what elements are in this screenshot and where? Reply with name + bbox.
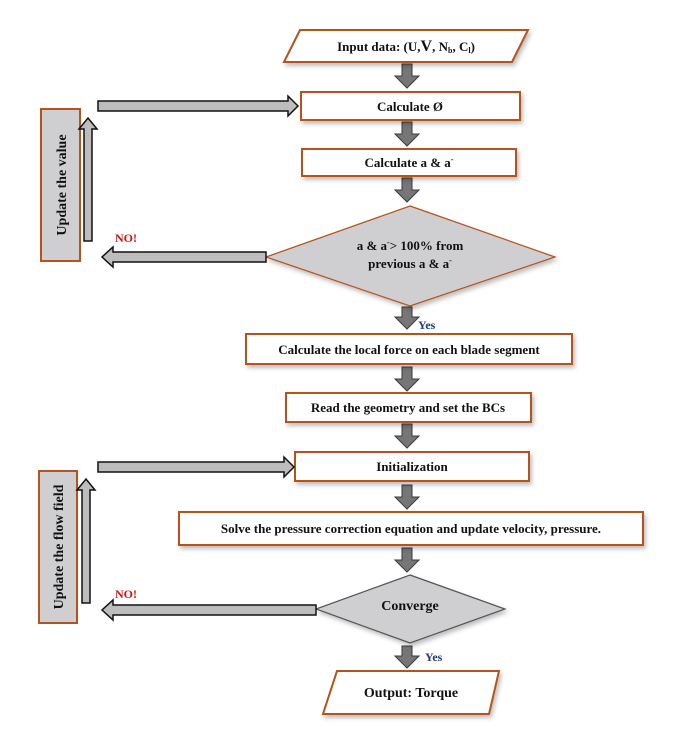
input-node — [282, 29, 530, 63]
solve-label: Solve the pressure correction equation a… — [221, 521, 601, 536]
loop-arrows-2 — [75, 455, 317, 622]
decision-a-line1: a & a-> 100% from — [357, 238, 464, 253]
down-arrows — [393, 63, 421, 669]
arrow-down-7 — [393, 484, 421, 510]
geometry-label: Read the geometry and set the BCs — [311, 400, 505, 415]
local-force-node — [245, 333, 573, 365]
loop-arrows-1 — [77, 94, 300, 269]
init-node — [294, 451, 530, 482]
input-label: Input data: (U,V, Nb, Cl) — [337, 38, 475, 55]
output-label: Output: Torque — [364, 686, 458, 701]
converge-label: Converge — [381, 599, 439, 614]
calc-a-label: Calculate a & a- — [365, 155, 454, 170]
geometry-node — [285, 392, 532, 423]
decision-a-line2: previous a & a- — [368, 256, 452, 271]
converge-node — [314, 574, 507, 644]
calc-a-node — [301, 148, 517, 177]
arrow-down-9 — [393, 645, 421, 669]
arrow-up-loop-2 — [75, 477, 97, 604]
calc-phi-node — [300, 91, 521, 121]
arrow-down-3 — [393, 177, 421, 203]
update-value-node — [40, 108, 81, 262]
arrow-down-8 — [393, 547, 421, 573]
calc-phi-label: Calculate Ø — [377, 99, 443, 114]
update-flow-node — [38, 470, 78, 624]
arrow-down-1 — [393, 63, 421, 89]
no-label-2: NO! — [115, 587, 137, 601]
arrow-down-4 — [393, 306, 421, 330]
arrow-down-6 — [393, 423, 421, 449]
update-flow-label: Update the flow field — [52, 484, 67, 609]
yes-label-1: Yes — [418, 318, 436, 332]
arrow-right-loop-1 — [97, 94, 300, 118]
arrow-left-no-1 — [100, 245, 267, 269]
local-force-label: Calculate the local force on each blade … — [278, 342, 540, 357]
solve-node — [178, 511, 644, 546]
arrow-down-5 — [393, 366, 421, 392]
update-value-label: Update the value — [55, 134, 70, 235]
decision-a-node — [264, 205, 557, 307]
output-node — [321, 670, 501, 715]
init-label: Initialization — [376, 459, 448, 474]
arrow-right-loop-2 — [97, 455, 296, 479]
no-label-1: NO! — [115, 231, 137, 245]
arrow-left-no-2 — [100, 598, 317, 622]
arrow-down-2 — [393, 121, 421, 147]
arrow-up-loop-1 — [77, 116, 99, 242]
yes-label-2: Yes — [425, 650, 443, 664]
